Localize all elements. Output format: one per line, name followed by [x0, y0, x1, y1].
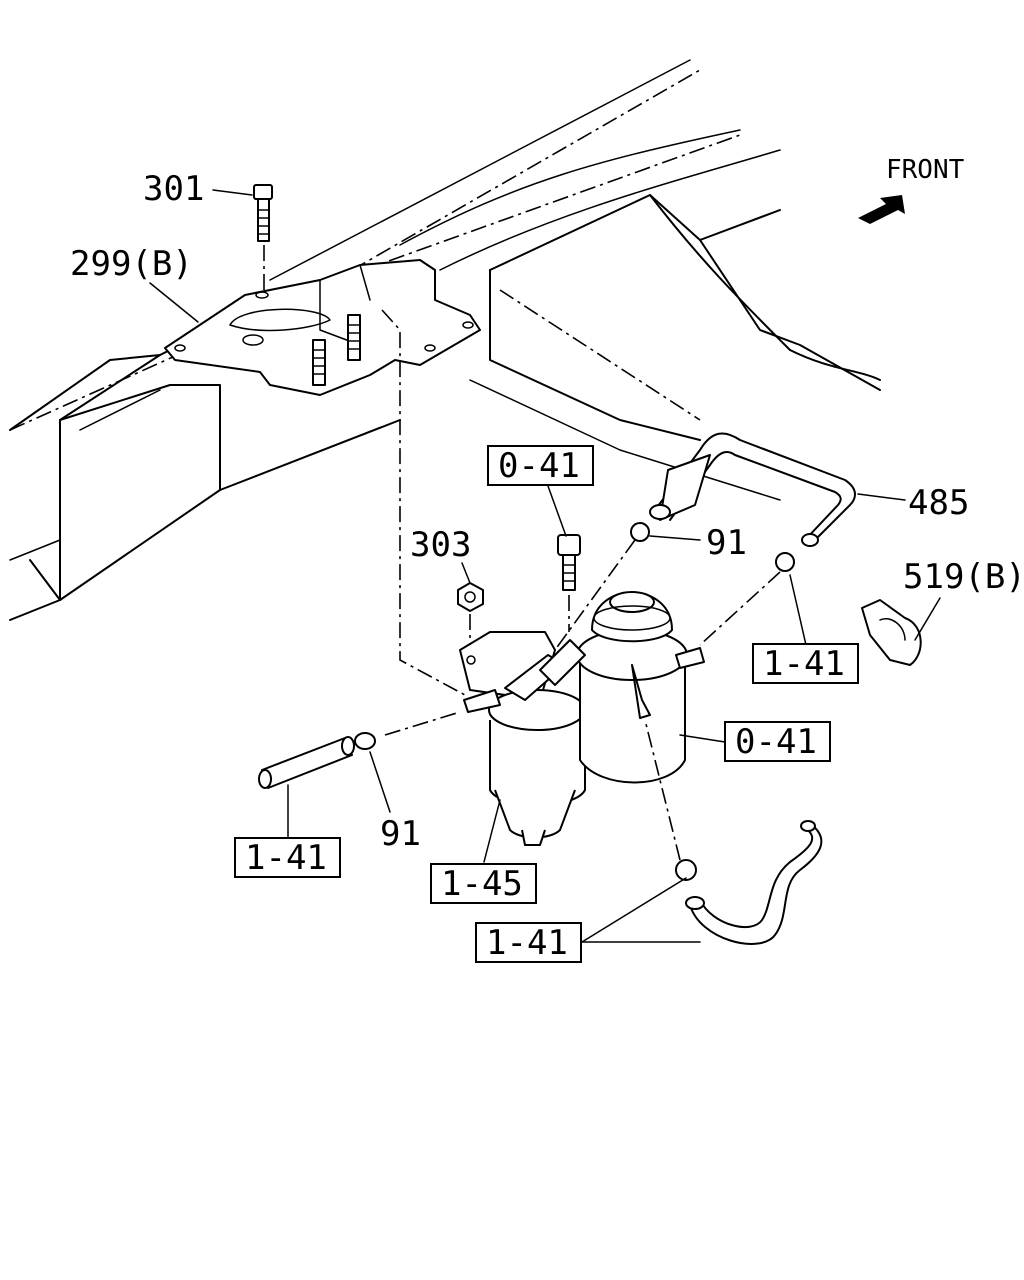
callout-519b: 519(B): [903, 557, 1024, 597]
callout-141-bottom: 1-41: [486, 923, 568, 963]
callout-box-041-top: [487, 445, 594, 486]
callout-91-top: 91: [706, 523, 747, 563]
front-label: FRONT: [886, 155, 965, 185]
callout-041-right: 0-41: [735, 722, 817, 762]
clip-519b: [861, 599, 922, 666]
callout-145: 1-45: [441, 864, 523, 904]
callout-485: 485: [908, 483, 969, 523]
callout-299b: 299(B): [70, 244, 193, 284]
callout-303: 303: [410, 525, 471, 565]
callout-box-141-right: [752, 643, 859, 684]
leader-lines: [149, 189, 941, 943]
hose-485: [554, 432, 856, 651]
front-arrow-icon: [858, 195, 905, 224]
hose-left: [258, 711, 461, 789]
callout-91-bottom: 91: [380, 814, 421, 854]
callout-141-left: 1-41: [245, 838, 327, 878]
chassis-frame: [9, 59, 881, 621]
callout-041-top: 0-41: [498, 446, 580, 486]
bolt-301: [253, 184, 273, 290]
hose-bottom: [644, 719, 823, 945]
callouts: 301 299(B) 303 0-41 91 485 519(B) 1-41 0…: [70, 169, 1024, 963]
callout-box-141-bottom: [475, 922, 582, 963]
bracket-299b: [164, 259, 481, 396]
callout-301: 301: [143, 169, 204, 209]
callout-141-right: 1-41: [763, 644, 845, 684]
callout-box-141-left: [234, 837, 341, 878]
front-indicator: FRONT: [858, 155, 965, 224]
callout-box-041-right: [724, 721, 831, 762]
callout-box-145: [430, 863, 537, 904]
fuel-filter-assembly: [381, 309, 705, 846]
